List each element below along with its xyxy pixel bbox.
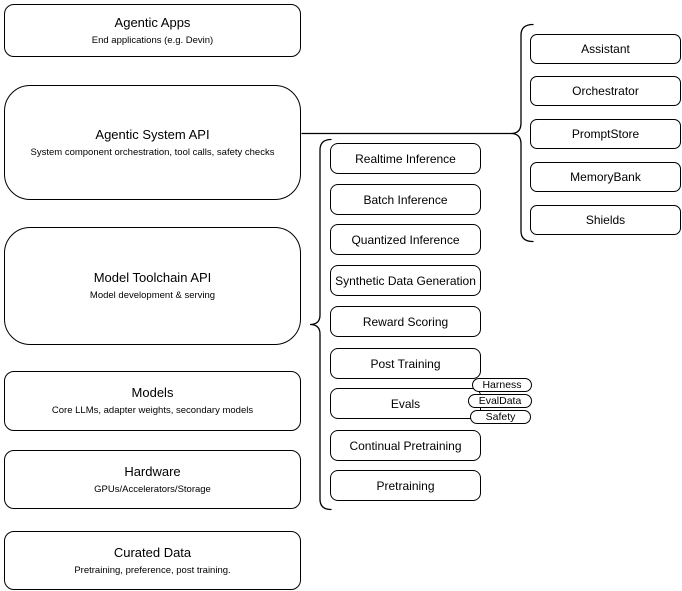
pill-evaldata: EvalData [468,394,532,408]
box-assistant: Assistant [530,34,681,64]
box-label: Orchestrator [572,84,639,98]
box-label: Quantized Inference [351,232,460,247]
box-evals: Evals [330,388,481,419]
box-title: Curated Data [113,544,192,560]
box-title: Models [131,385,174,400]
box-subtitle: GPUs/Accelerators/Storage [94,483,211,495]
box-label: Shields [585,213,626,227]
pill-label: Safety [485,411,516,423]
box-label: Synthetic Data Generation [335,273,476,288]
box-memorybank: MemoryBank [530,162,681,192]
box-reward-scoring: Reward Scoring [330,306,481,337]
box-realtime-inference: Realtime Inference [330,143,481,174]
box-subtitle: Core LLMs, adapter weights, secondary mo… [51,405,254,416]
box-label: Pretraining [376,478,435,493]
box-agentic-system-api: Agentic System API System component orch… [4,85,301,200]
box-quantized-inference: Quantized Inference [330,224,481,255]
box-continual-pretraining: Continual Pretraining [330,430,481,461]
box-label: Reward Scoring [362,314,449,329]
box-shields: Shields [530,205,681,235]
box-subtitle: End applications (e.g. Devin) [91,34,214,46]
box-model-toolchain-api: Model Toolchain API Model development & … [4,227,301,345]
box-promptstore: PromptStore [530,119,681,149]
box-pretraining: Pretraining [330,470,481,501]
pill-label: Harness [482,379,522,391]
box-title: Model Toolchain API [93,270,212,285]
box-subtitle: Model development & serving [89,290,216,301]
box-title: Agentic Apps [114,14,191,30]
box-title: Hardware [124,463,181,479]
box-label: Assistant [581,42,630,56]
box-label: Post Training [370,356,441,371]
box-subtitle: System component orchestration, tool cal… [30,146,275,158]
box-post-training: Post Training [330,348,481,379]
box-label: Continual Pretraining [349,438,462,453]
toolchain-brace [309,138,332,511]
pill-label: EvalData [478,395,522,407]
box-label: Evals [390,396,421,411]
box-orchestrator: Orchestrator [530,76,681,106]
box-agentic-apps: Agentic Apps End applications (e.g. Devi… [4,4,301,57]
box-label: Realtime Inference [355,151,456,166]
box-title: Agentic System API [95,126,210,142]
pill-safety: Safety [470,410,531,424]
box-batch-inference: Batch Inference [330,184,481,215]
box-label: Batch Inference [363,192,448,207]
box-hardware: Hardware GPUs/Accelerators/Storage [4,450,301,509]
box-models: Models Core LLMs, adapter weights, secon… [4,371,301,431]
box-label: MemoryBank [570,170,641,184]
box-subtitle: Pretraining, preference, post training. [74,564,231,576]
box-synthetic-data-generation: Synthetic Data Generation [330,265,481,296]
system-components-brace [510,23,534,243]
pill-harness: Harness [472,378,532,392]
box-curated-data: Curated Data Pretraining, preference, po… [4,531,301,590]
box-label: PromptStore [571,127,640,141]
